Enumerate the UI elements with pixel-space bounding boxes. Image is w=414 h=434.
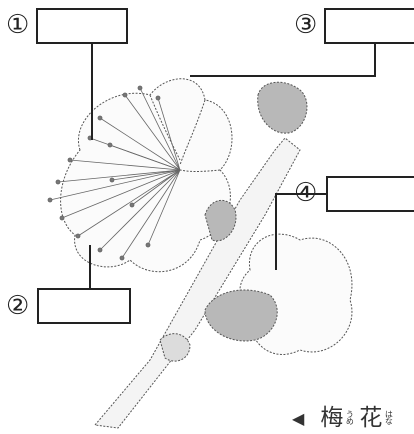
sepal-lower — [204, 289, 278, 342]
leader-line-3 — [190, 44, 376, 77]
answer-box-2[interactable] — [37, 288, 131, 324]
caption-arrow-icon: ◀ — [292, 409, 305, 428]
label-marker-2: ② — [6, 291, 30, 321]
caption-ruby-2: はな — [384, 410, 394, 424]
answer-box-4[interactable] — [326, 176, 414, 212]
sepal-upper — [257, 81, 308, 134]
branch — [94, 137, 301, 429]
label-marker-4: ④ — [294, 178, 318, 208]
leader-line-4 — [275, 193, 326, 270]
caption-kanji-1: 梅 うめ — [320, 405, 355, 431]
label-marker-1: ① — [6, 10, 30, 40]
figure-caption: ◀ 梅 うめ 花 はな — [292, 402, 394, 431]
label-marker-3: ③ — [294, 10, 318, 40]
caption-ruby-1: うめ — [345, 410, 355, 424]
sepal-middle — [204, 200, 237, 242]
answer-box-1[interactable] — [36, 8, 128, 44]
answer-box-3[interactable] — [324, 8, 414, 44]
caption-kanji-2: 花 はな — [359, 405, 394, 431]
